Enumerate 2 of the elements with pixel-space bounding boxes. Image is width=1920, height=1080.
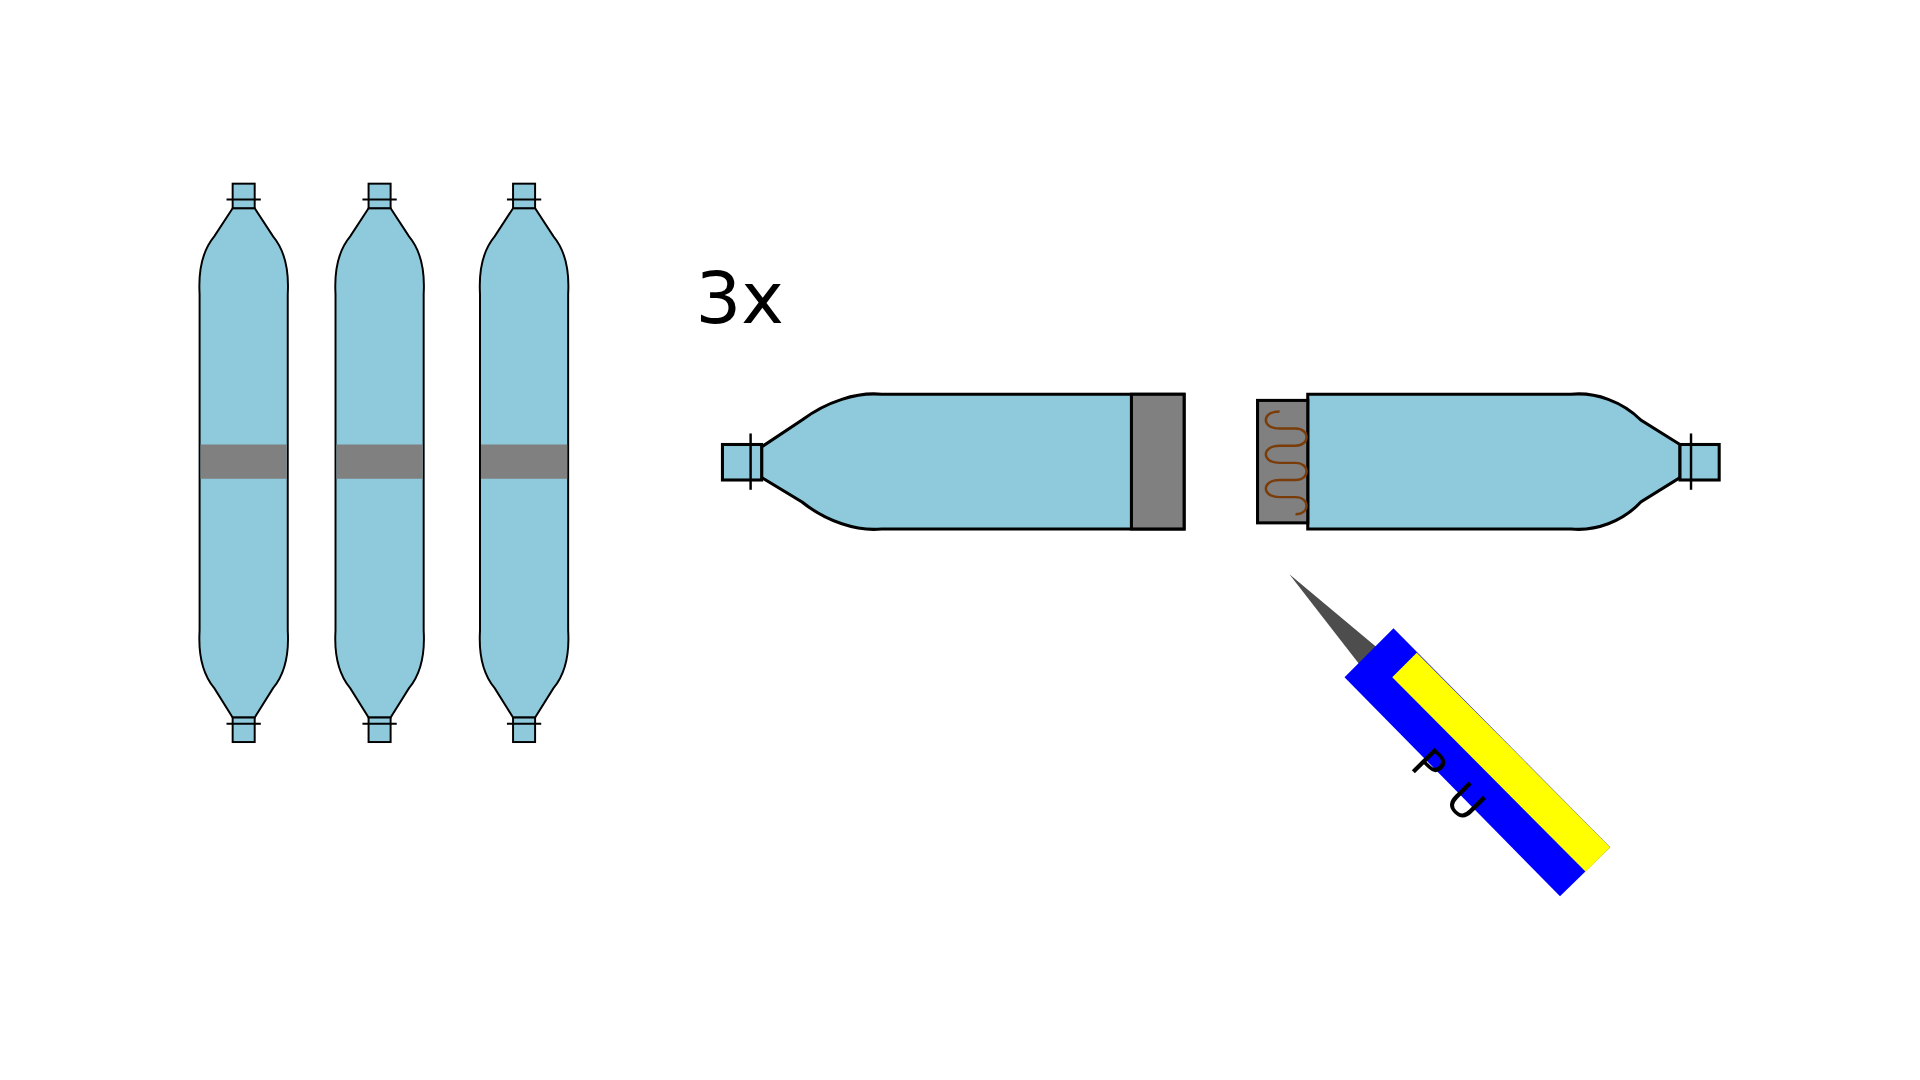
tube-label: PU	[1404, 740, 1508, 845]
quantity-label: 3x	[695, 262, 784, 335]
